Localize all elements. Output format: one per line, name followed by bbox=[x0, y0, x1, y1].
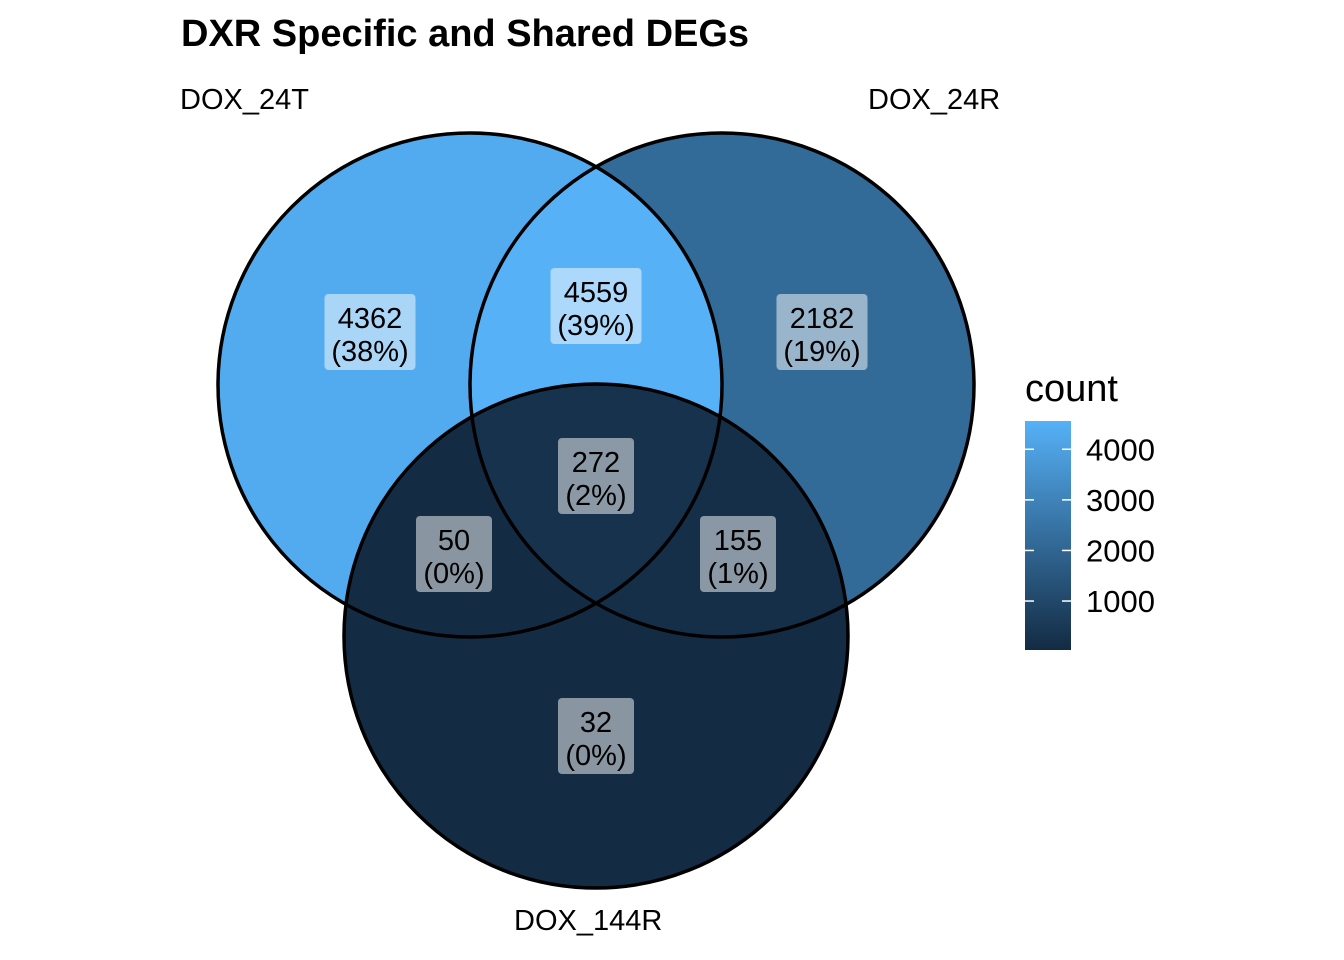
region-label-box bbox=[700, 516, 776, 592]
region-label-box bbox=[416, 516, 492, 592]
region-count-label: 155 bbox=[714, 525, 762, 557]
region-label-box bbox=[324, 294, 416, 370]
region-percent-label: (0%) bbox=[423, 558, 484, 590]
region-percent-label: (38%) bbox=[331, 336, 408, 368]
region-count-label: 32 bbox=[580, 707, 612, 739]
region-percent-label: (1%) bbox=[707, 558, 768, 590]
region-label-box bbox=[558, 438, 634, 514]
region-percent-label: (0%) bbox=[565, 740, 626, 772]
legend-ticks: 1000 2000 3000 4000 bbox=[1025, 432, 1155, 619]
legend-title: count bbox=[1025, 368, 1118, 410]
chart-title: DXR Specific and Shared DEGs bbox=[181, 13, 749, 55]
legend-tick-label: 4000 bbox=[1086, 432, 1155, 467]
set-circle-dox-24t bbox=[216, 131, 724, 639]
region-percent-label: (39%) bbox=[557, 310, 634, 342]
region-label-box bbox=[776, 294, 868, 370]
region-labels: 4362(38%)2182(19%)32(0%)4559(39%)50(0%)1… bbox=[324, 268, 868, 774]
region-count-label: 2182 bbox=[790, 303, 855, 335]
region-percent-label: (19%) bbox=[783, 336, 860, 368]
legend-tick-label: 1000 bbox=[1086, 584, 1155, 619]
set-label-dox-24r: DOX_24R bbox=[868, 84, 1000, 116]
set-circle-dox-144r bbox=[342, 382, 850, 890]
set-label-dox-144r: DOX_144R bbox=[514, 905, 662, 937]
region-count-label: 4362 bbox=[338, 303, 403, 335]
region-label-box bbox=[558, 698, 634, 774]
set-label-dox-24t: DOX_24T bbox=[180, 84, 309, 116]
legend-tick-label: 2000 bbox=[1086, 533, 1155, 568]
region-count-label: 4559 bbox=[564, 277, 629, 309]
legend-tick-label: 3000 bbox=[1086, 483, 1155, 518]
venn-outlines bbox=[216, 131, 976, 890]
region-count-label: 50 bbox=[438, 525, 470, 557]
region-percent-label: (2%) bbox=[565, 480, 626, 512]
region-label-box bbox=[550, 268, 642, 344]
legend-colorbar bbox=[1025, 421, 1071, 650]
region-count-label: 272 bbox=[572, 447, 620, 479]
set-circle-dox-24r bbox=[468, 131, 976, 639]
